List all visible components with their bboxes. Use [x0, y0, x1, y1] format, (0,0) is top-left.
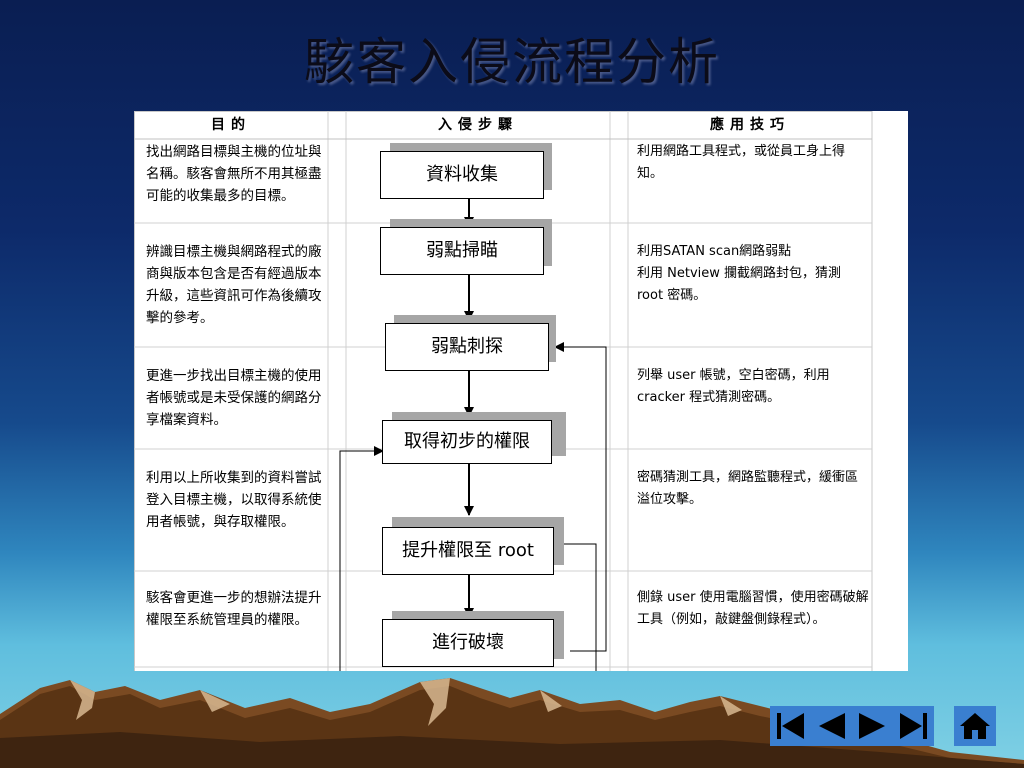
- technique-cell: 列舉 user 帳號，空白密碼，利用 cracker 程式猜測密碼。: [637, 368, 830, 405]
- step-box: 取得初步的權限: [382, 420, 552, 464]
- next-page-icon: [859, 713, 885, 739]
- goal-cell: 更進一步找出目標主機的使用者帳號或是未受保護的網路分享檔案資料。: [146, 368, 322, 428]
- header-technique: 應用技巧: [710, 117, 790, 133]
- loop-lines: [339, 342, 607, 671]
- goal-cell: 利用以上所收集到的資料嘗試登入目標主機，以取得系統使用者帳號，與存取權限。: [146, 470, 322, 530]
- step-box: 弱點刺探: [385, 323, 549, 371]
- prev-page-button[interactable]: [811, 706, 852, 746]
- goal-cell: 找出網路目標與主機的位址與名稱。駭客會無所不用其極盡可能的收集最多的目標。: [146, 144, 322, 204]
- step-box: 資料收集: [380, 151, 544, 199]
- header-goal: 目的: [211, 117, 251, 133]
- first-page-icon: [777, 713, 804, 739]
- technique-cell: 利用SATAN scan網路弱點 利用 Netview 攔截網路封包，猜測 ro…: [637, 244, 842, 303]
- next-page-button[interactable]: [852, 706, 893, 746]
- home-button[interactable]: [954, 706, 996, 746]
- technique-cell: 利用網路工具程式，或從員工身上得知。: [637, 144, 846, 181]
- slide-title: 駭客入侵流程分析: [304, 33, 720, 91]
- prev-page-icon: [819, 713, 845, 739]
- process-table: 目的 入侵步驟 應用技巧 找出網路目標與主機的位址與名稱。駭客會無所不用其極盡可…: [134, 111, 908, 671]
- mountain-range: [0, 678, 1024, 768]
- last-page-icon: [900, 713, 927, 739]
- goal-cell: 辨識目標主機與網路程式的廠商與版本包含是否有經過版本升級，這些資訊可作為後續攻擊…: [146, 244, 322, 326]
- step-box: 提升權限至 root: [382, 527, 554, 575]
- technique-cell: 側錄 user 使用電腦習慣，使用密碼破解工具（例如，敲鍵盤側錄程式）。: [637, 590, 869, 627]
- goal-cell: 駭客會更進一步的想辦法提升權限至系統管理員的權限。: [146, 590, 322, 628]
- step-box: 弱點掃瞄: [380, 227, 544, 275]
- last-page-button[interactable]: [893, 706, 934, 746]
- step-box: 進行破壞: [382, 619, 554, 667]
- header-steps: 入侵步驟: [438, 117, 518, 133]
- technique-cell: 密碼猜測工具，網路監聽程式，緩衝區溢位攻擊。: [637, 470, 859, 507]
- first-page-button[interactable]: [770, 706, 811, 746]
- slide-navigation: [770, 706, 934, 746]
- home-icon: [960, 713, 990, 739]
